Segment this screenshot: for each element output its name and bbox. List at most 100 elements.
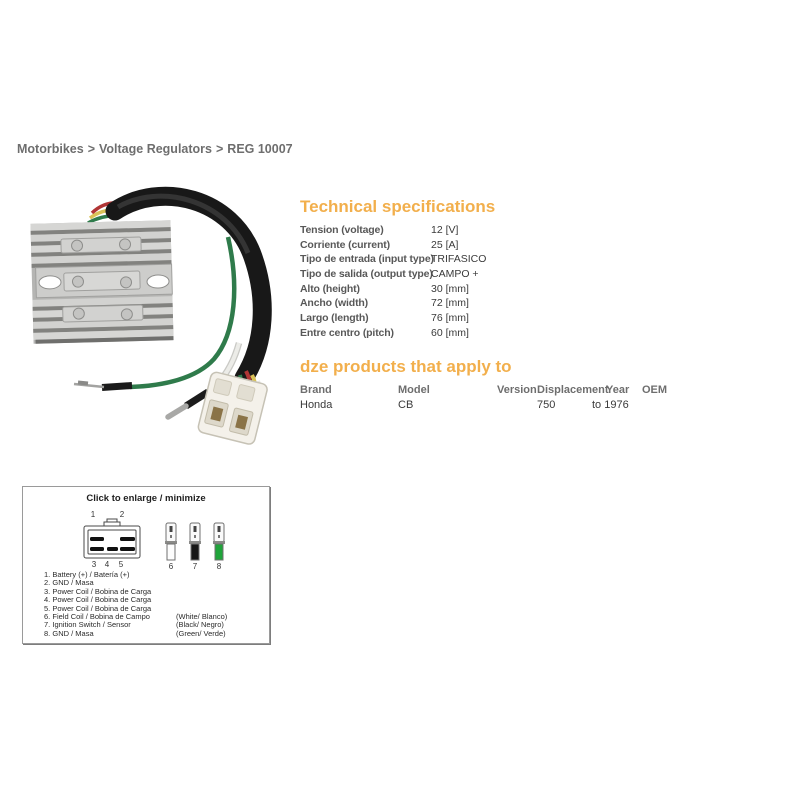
cell-model: CB [398,398,414,411]
spec-row-length: Largo (length) 76 [mm] [300,312,580,327]
cell-year: to 1976 [592,398,629,411]
legend-item-5: 5. Power Coil / Bobina de Carga [44,603,259,613]
pin-number: 1 [91,510,96,519]
spec-label: Ancho (width) [300,297,369,310]
green-lead [129,236,237,390]
spec-value: 30 [mm] [431,282,469,295]
heat-shrink-sleeve [101,382,133,391]
legend-text: Battery (+) / Batería (+) [52,570,130,579]
col-header-displacement: Displacement [537,384,609,396]
cable-highlight [116,193,251,254]
mounting-hole [38,275,62,290]
legend-text: Power Coil / Bobina de Carga [52,595,152,605]
connector-plug [197,371,268,445]
connector-icon: 1 2 3 4 5 [83,510,141,569]
spec-value: 76 [mm] [431,312,469,325]
legend-item-4: 4. Power Coil / Bobina de Carga [44,596,259,604]
breadcrumb-separator: > [215,142,224,156]
screw [71,275,84,288]
legend-text: Field Coil / Bobina de Campo [52,612,150,622]
cell-displacement: 750 [537,398,556,411]
col-header-oem: OEM [642,384,668,396]
pin-number: 2 [120,510,125,519]
legend-text: Ignition Switch / Sensor [52,620,131,630]
spec-label: Tipo de entrada (input type) [300,253,434,266]
spec-label: Alto (height) [300,282,360,295]
legend-item-3: 3. Power Coil / Bobina de Carga [44,586,259,596]
spec-label: Tipo de salida (output type) [300,268,433,281]
col-header-version: Version [497,384,537,396]
spec-row-input-type: Tipo de entrada (input type)TRIFASICO [300,253,580,268]
pin-7-terminal-icon: 7 [189,522,201,571]
products-table: Brand Model Version Displacement Year OE… [300,384,700,416]
legend-num: 5. [44,603,51,613]
spec-row-voltage: Tension (voltage)12 [V] [300,224,580,239]
pin-number: 7 [193,562,198,571]
legend-text: GND / Masa [52,578,94,588]
screw [71,239,84,252]
col-header-brand: Brand [300,384,332,396]
spec-value: 12 [V] [431,224,459,236]
legend-item-1: 1. Battery (+) / Batería (+) [44,570,259,579]
diagram-title: Click to enlarge / minimize [86,493,206,504]
legend-note: (Black/ Negro) [176,620,224,630]
legend-num: 6. [44,612,51,622]
spec-label: Entre centro (pitch) [300,326,394,339]
pin-legend: 1. Battery (+) / Batería (+) 2. GND / Ma… [44,570,259,638]
product-photo [30,186,272,445]
wiring-diagram-box[interactable]: Click to enlarge / minimize 1 2 3 4 5 [22,486,270,644]
screw [72,307,85,320]
spec-value: TRIFASICO [431,253,487,266]
applicable-products-section: dze products that apply to Brand Model V… [300,357,700,416]
legend-item-6: 6. Field Coil / Bobina de Campo (White/ B… [44,612,259,622]
spec-row-output-type: Tipo de salida (output type)CAMPO + [300,268,580,283]
screw [120,308,133,321]
cell-brand: Honda [300,398,333,411]
legend-num: 4. [44,595,51,605]
heat-shrink-sleeve [184,389,210,409]
connector-pinout-diagram: 1 2 3 4 5 6 [83,510,225,571]
brass-terminal [210,406,224,422]
spec-row-current: Corriente (current)25 [A] [300,239,580,254]
spec-row-pitch: Entre centro (pitch) 60 [mm] [300,327,580,342]
legend-text: Power Coil / Bobina de Carga [52,603,152,613]
regulator-heatsink [30,220,174,344]
pin-number: 4 [105,560,110,569]
pin-number: 5 [119,560,124,569]
legend-num: 7. [44,620,51,630]
pin-6-terminal-icon: 6 [165,522,177,571]
screw [120,276,133,289]
legend-num: 8. [44,628,51,638]
spec-label: Largo (length) [300,312,369,325]
col-header-model: Model [398,384,430,396]
pin-8-terminal-icon: 8 [213,522,225,571]
legend-note: (Green/ Verde) [176,628,226,638]
spec-value: CAMPO + [431,268,479,281]
pin-number: 6 [169,562,174,571]
legend-item-8: 8. GND / Masa (Green/ Verde) [44,628,259,638]
legend-note: (White/ Blanco) [176,612,228,622]
breadcrumb: Motorbikes>Voltage Regulators>REG 10007 [17,142,293,156]
legend-text: GND / Masa [52,628,94,638]
pin-terminal-collar [77,380,89,386]
products-title: dze products that apply to [300,357,512,376]
breadcrumb-separator: > [87,142,95,156]
pin-number: 3 [92,560,97,569]
legend-item-2: 2. GND / Masa [44,579,259,587]
specs-title: Technical specifications [300,197,496,216]
spec-value: 60 [mm] [431,326,469,339]
legend-text: Power Coil / Bobina de Carga [52,586,152,596]
spec-value: 72 [mm] [431,297,469,310]
breadcrumb-motorbikes[interactable]: Motorbikes [17,142,84,156]
legend-num: 3. [44,586,51,596]
breadcrumb-voltage-regulators[interactable]: Voltage Regulators [99,142,212,156]
spec-value: 25 [A] [431,238,459,251]
legend-item-7: 7. Ignition Switch / Sensor (Black/ Negro… [44,620,259,630]
spec-row-height: Alto (height) 30 [mm] [300,283,580,298]
legend-num: 1. [44,570,51,579]
breadcrumb-current-page: REG 10007 [227,142,293,156]
brass-terminal [235,414,249,430]
mounting-hole [146,274,170,289]
bullet-terminal [165,403,189,420]
